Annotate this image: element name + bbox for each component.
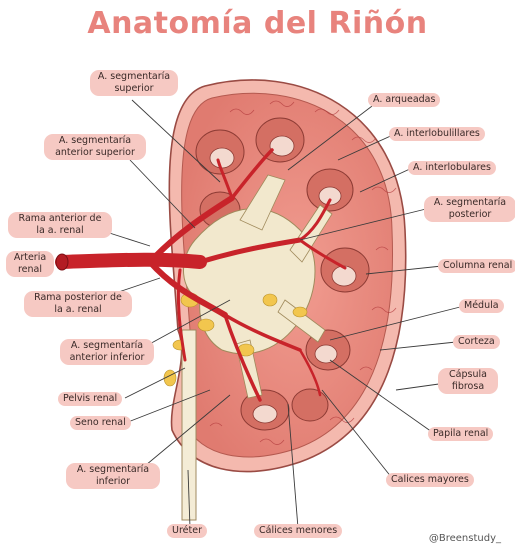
label-pelvis-renal: Pelvis renal — [58, 392, 122, 406]
label-columna-renal: Columna renal — [438, 259, 515, 273]
label-arqueadas: A. arqueadas — [368, 93, 440, 107]
label-seg-ant-inferior: A. segmentaría anterior inferior — [60, 339, 154, 365]
label-corteza: Corteza — [453, 335, 500, 349]
label-seg-posterior: A. segmentaría posterior — [424, 196, 515, 222]
label-medula: Médula — [459, 299, 504, 313]
label-ureter: Uréter — [167, 524, 207, 538]
label-seg-inferior: A. segmentaría inferior — [66, 463, 160, 489]
label-seg-superior: A. segmentaría superior — [90, 70, 178, 96]
label-seno-renal: Seno renal — [70, 416, 131, 430]
label-interlobulillares: A. interlobulillares — [389, 127, 485, 141]
label-calices-mayores: Calices mayores — [386, 473, 474, 487]
author-credit: @Breenstudy_ — [429, 533, 501, 544]
label-rama-anterior: Rama anterior de la a. renal — [8, 212, 112, 238]
label-rama-posterior: Rama posterior de la a. renal — [24, 291, 132, 317]
label-interlobulares: A. interlobulares — [408, 161, 496, 175]
label-arteria-renal: Arteria renal — [6, 251, 54, 277]
label-papila-renal: Papila renal — [428, 427, 493, 441]
renal-artery-stump — [56, 254, 68, 270]
label-capsula-fibrosa: Cápsula fibrosa — [438, 368, 498, 394]
label-calices-menores: Cálices menores — [254, 524, 342, 538]
label-seg-ant-superior: A. segmentaría anterior superior — [44, 134, 146, 160]
